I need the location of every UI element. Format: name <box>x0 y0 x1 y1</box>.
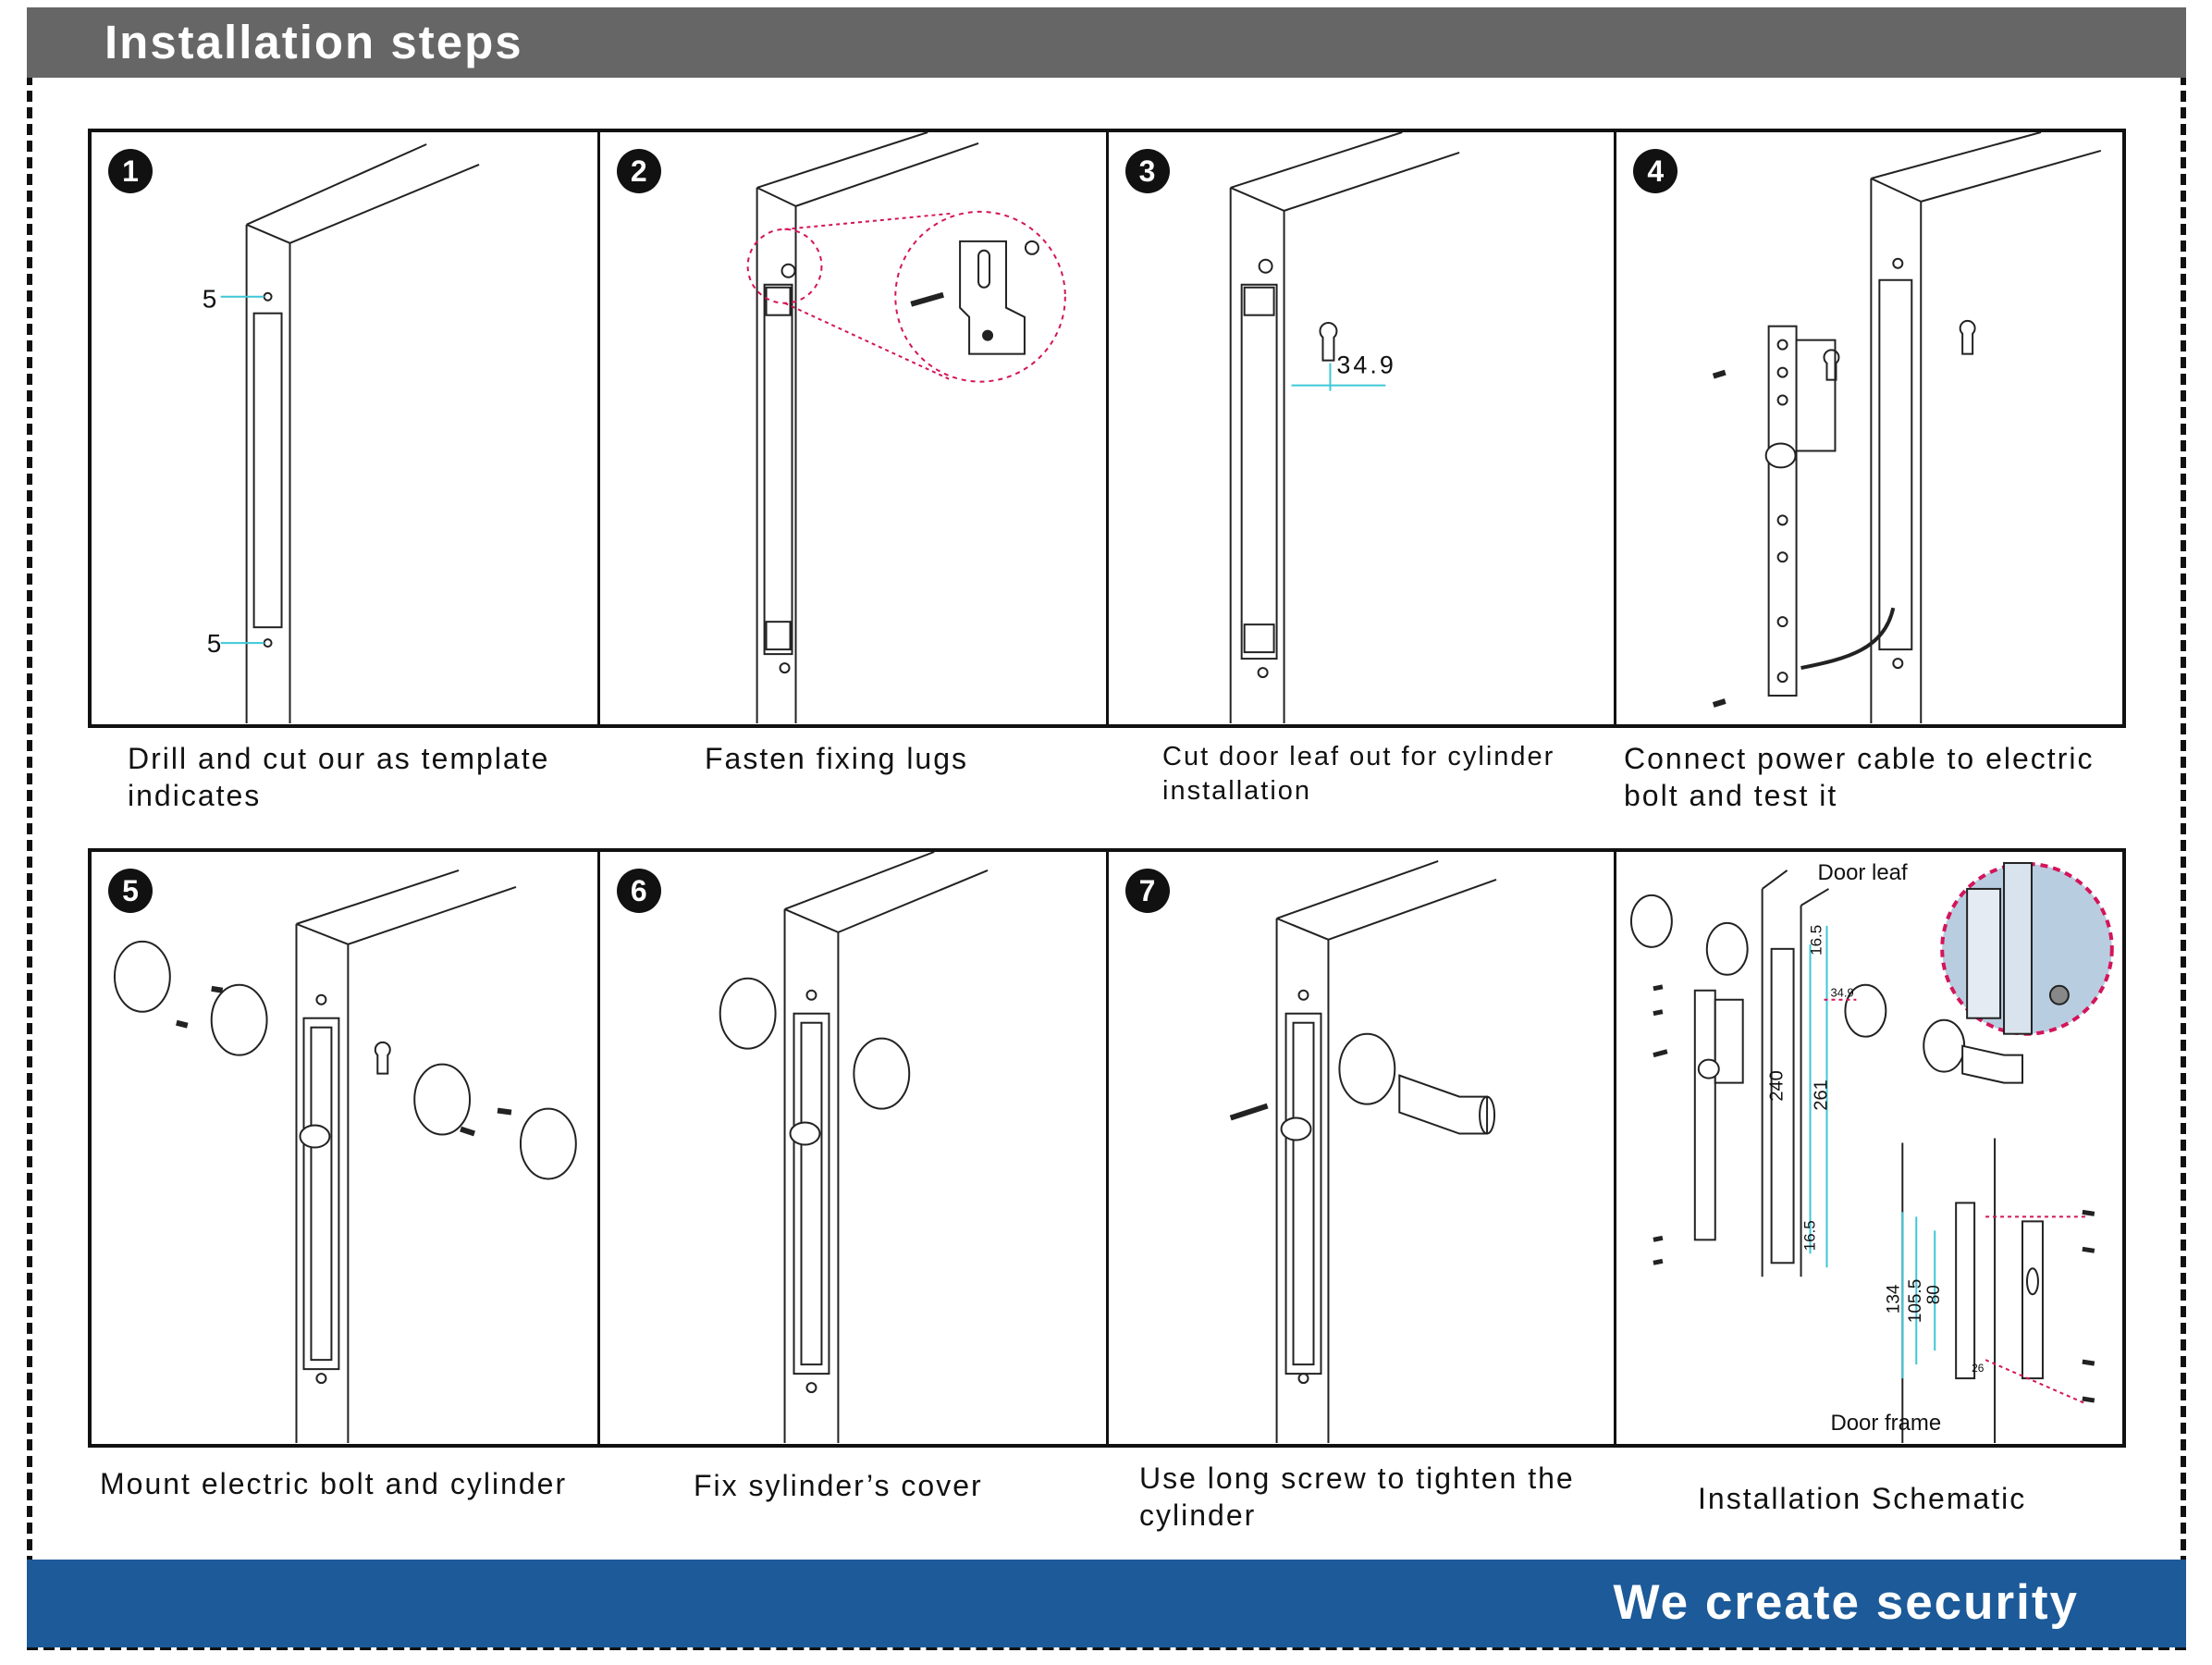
footer-bar: We create security <box>27 1560 2186 1647</box>
schematic-dim-26: 26 <box>1972 1362 1985 1375</box>
schematic-dim-80: 80 <box>1924 1285 1944 1304</box>
step-7-caption: Use long screw to tighten the cylinder <box>1139 1462 1575 1532</box>
schematic-dim-cylinder: 34.9 <box>1831 986 1854 1000</box>
schematic-dim-240: 240 <box>1767 1070 1788 1101</box>
step-1-illustration: 5 5 <box>203 143 480 724</box>
step-4-badge: 4 <box>1633 149 1678 193</box>
page-title: Installation steps <box>104 16 523 68</box>
step-2-illustration <box>746 132 1066 724</box>
step-7-illustration <box>1229 860 1496 1444</box>
step-4-panel: 4 <box>1616 132 2122 724</box>
schematic-dim-bottom: 16.5 <box>1801 1220 1819 1251</box>
door-frame-label: Door frame <box>1831 1411 1942 1436</box>
step-6-caption: Fix sylinder’s cover <box>694 1469 983 1502</box>
schematic-dim-top: 16.5 <box>1808 925 1825 956</box>
footer-slogan: We create security <box>1613 1575 2079 1630</box>
step-2-caption: Fasten fixing lugs <box>705 742 969 775</box>
schematic-illustration: Door leaf 16.5 34.9 240 261 16 <box>1630 860 2115 1444</box>
dim-bottom-label: 5 <box>207 629 222 658</box>
schematic-dim-261: 261 <box>1812 1079 1832 1110</box>
step-5-badge: 5 <box>108 869 153 913</box>
door-leaf-label: Door leaf <box>1818 860 1908 885</box>
schematic-dim-105: 105.5 <box>1907 1279 1926 1323</box>
step-7-panel: 7 <box>1109 852 1617 1444</box>
step-3-illustration: 34.9 <box>1229 132 1459 724</box>
step-6-panel: 6 <box>600 852 1109 1444</box>
step-1-panel: 5 5 1 <box>92 132 600 724</box>
step-2-panel: 2 <box>600 132 1109 724</box>
schematic-panel: Door leaf 16.5 34.9 240 261 16 <box>1616 852 2122 1444</box>
step-1-caption: Drill and cut our as template indicates <box>128 742 550 812</box>
step-3-panel: 34.9 3 <box>1109 132 1617 724</box>
step-3-badge: 3 <box>1124 149 1170 193</box>
page-frame <box>27 7 2186 1650</box>
step-7-badge: 7 <box>1124 869 1170 913</box>
steps-row-bottom: 5 6 <box>88 848 2126 1448</box>
cylinder-dim-label: 34.9 <box>1336 352 1395 379</box>
step-5-illustration <box>113 870 577 1444</box>
step-5-panel: 5 <box>92 852 600 1444</box>
step-1-badge: 1 <box>108 149 153 193</box>
step-2-badge: 2 <box>616 149 661 193</box>
step-6-badge: 6 <box>616 869 661 913</box>
step-5-caption: Mount electric bolt and cylinder <box>100 1467 568 1500</box>
schematic-caption: Installation Schematic <box>1698 1482 2027 1515</box>
step-6-illustration <box>719 852 989 1444</box>
step-4-caption: Connect power cable to electric bolt and… <box>1624 742 2095 812</box>
header-bar: Installation steps <box>27 7 2186 78</box>
schematic-dim-134: 134 <box>1885 1285 1904 1314</box>
step-4-illustration <box>1713 132 2102 724</box>
dim-top-label: 5 <box>203 285 217 314</box>
steps-row-top: 5 5 1 2 <box>88 129 2126 728</box>
step-3-caption: Cut door leaf out for cylinder installat… <box>1162 742 1555 806</box>
